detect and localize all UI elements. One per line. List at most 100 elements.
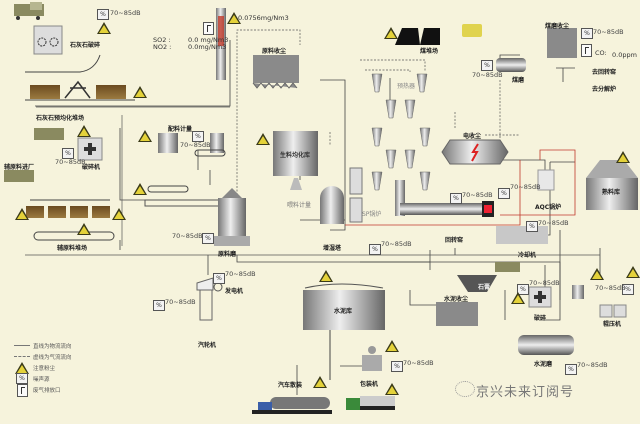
so2-label: SO2 :	[153, 36, 171, 44]
raw-homogenizing-silo-icon	[273, 131, 318, 190]
dust-warning-icon	[590, 268, 604, 280]
frame-lines	[25, 106, 600, 256]
label-crusher: 破碎机	[82, 164, 101, 171]
bag-truck-icon	[346, 396, 395, 410]
label-to-calciner: 去分解炉	[592, 86, 617, 93]
noise-level: 70~85dB	[381, 240, 412, 248]
dust-warning-icon	[256, 133, 270, 145]
solid-line-icon	[14, 345, 30, 346]
label-to-kiln-head: 去回转窑	[592, 69, 617, 76]
noise-icon: %	[481, 60, 493, 71]
legend-item: 注意粉尘	[14, 361, 72, 374]
cement-dust-collector-icon	[436, 302, 478, 326]
gypsum-hopper-icon	[457, 275, 497, 292]
gypsum-truck-icon	[495, 262, 520, 272]
label-raw-meal-metering: 喂料计量	[287, 202, 312, 209]
label-limestone-prehomo: 石灰石预均化堆场	[36, 115, 85, 122]
dust-warning-icon	[626, 266, 640, 278]
aqc-boiler-icon	[537, 169, 555, 191]
packing-machine-icon	[362, 346, 382, 371]
label-esp: 电收尘	[463, 133, 482, 140]
roller-press-icon	[599, 304, 627, 318]
noise-level: 70~85dB	[577, 361, 608, 369]
noise-icon: %	[202, 233, 214, 244]
noise-level: 70~85dB	[462, 191, 493, 199]
steam-turbine-icon	[196, 277, 223, 321]
label-limestone-crusher: 石灰石破碎	[70, 42, 101, 49]
cement-mill-icon	[518, 335, 574, 355]
coal-yard-icon	[395, 28, 440, 45]
noise-icon: %	[526, 221, 538, 232]
label-cement-crusher: 破碎	[534, 315, 547, 322]
sampling-port-icon	[203, 22, 214, 35]
legend-item: 直线为物流流向	[14, 340, 72, 351]
noise-icon: %	[622, 284, 634, 295]
noise-icon: %	[450, 193, 462, 204]
dust-concentration-reading: 0.0756mg/Nm3	[238, 14, 289, 22]
noise-level: 70~85dB	[472, 71, 503, 79]
noise-level: 70~85dB	[172, 232, 203, 240]
limestone-truck-icon	[14, 2, 44, 20]
cement-silo-icon	[303, 283, 385, 380]
noise-icon: %	[581, 28, 593, 39]
legend-item: 废气排放口	[14, 383, 72, 397]
legend-item: % 噪声源	[14, 373, 72, 384]
dust-warning-icon	[77, 223, 91, 235]
noise-icon: %	[391, 361, 403, 372]
dust-warning-icon	[384, 27, 398, 39]
steam-lines	[345, 149, 576, 226]
label-clinker-silo: 熟料库	[602, 189, 621, 196]
noise-level: 70~85dB	[165, 298, 196, 306]
label-cement-dust-collector: 水泥收尘	[444, 296, 469, 303]
label-cement-silo: 水泥库	[334, 308, 353, 315]
raw-dust-collector-icon	[252, 55, 299, 89]
noise-icon: %	[62, 148, 74, 159]
sp-boiler-icon	[349, 167, 363, 223]
bulk-truck-icon	[252, 397, 332, 414]
sampling-port-icon	[17, 383, 28, 397]
label-gypsum: 石膏	[478, 284, 491, 291]
co-label: CO:	[595, 49, 607, 57]
dashed-line-icon	[14, 356, 30, 357]
aux-stockpiles	[26, 199, 115, 241]
noise-level: 70~85dB	[538, 219, 569, 227]
limestone-crusher-icon	[33, 25, 63, 55]
legend: 直线为物流流向 虚线为气流流向 注意粉尘 % 噪声源 废气排放口	[14, 340, 72, 397]
clinker-silo-icon	[586, 160, 638, 210]
preheater-cyclones	[371, 73, 431, 191]
legend-text: 噪声源	[33, 376, 50, 383]
label-rotary-kiln: 回转窑	[445, 237, 464, 244]
dust-warning-icon	[616, 151, 630, 163]
label-cooler: 冷却机	[518, 252, 537, 259]
label-sp-boiler: SP锅炉	[362, 211, 382, 218]
label-raw-homo-silo: 生料均化库	[280, 152, 311, 159]
label-aux-material-yard: 辅原料堆场	[57, 245, 88, 252]
calciner-icon	[395, 180, 405, 216]
noise-icon: %	[369, 244, 381, 255]
watermark: 京兴未来订阅号	[476, 385, 575, 400]
noise-level: 70~85dB	[55, 158, 86, 166]
dust-warning-icon	[77, 125, 91, 137]
label-raw-dust-collector: 原料收尘	[262, 48, 287, 55]
legend-item: 虚线为气流流向	[14, 351, 72, 362]
label-packing-machine: 包装机	[360, 381, 379, 388]
noise-icon: %	[192, 131, 204, 142]
label-coal-dust-collector: 煤磨收尘	[545, 23, 570, 30]
noise-level: 70~85dB	[180, 141, 211, 149]
dust-warning-icon	[227, 12, 241, 24]
label-preheater: 预热器	[397, 83, 416, 90]
cooler-icon	[496, 226, 548, 244]
noise-icon: %	[565, 364, 577, 375]
label-humidifier-tower: 增湿塔	[323, 245, 342, 252]
chimney-stack-icon	[216, 8, 226, 80]
dust-warning-icon	[15, 208, 29, 220]
raw-mill-icon	[214, 188, 250, 246]
noise-icon: %	[16, 373, 28, 384]
noise-level: 70~85dB	[529, 279, 560, 287]
dust-warning-icon	[133, 183, 147, 195]
label-aux-material-plant: 辅原料进厂	[4, 164, 35, 171]
wechat-icon	[455, 381, 475, 397]
coal-loader-icon	[462, 24, 482, 37]
label-batching: 配料计量	[168, 126, 193, 133]
